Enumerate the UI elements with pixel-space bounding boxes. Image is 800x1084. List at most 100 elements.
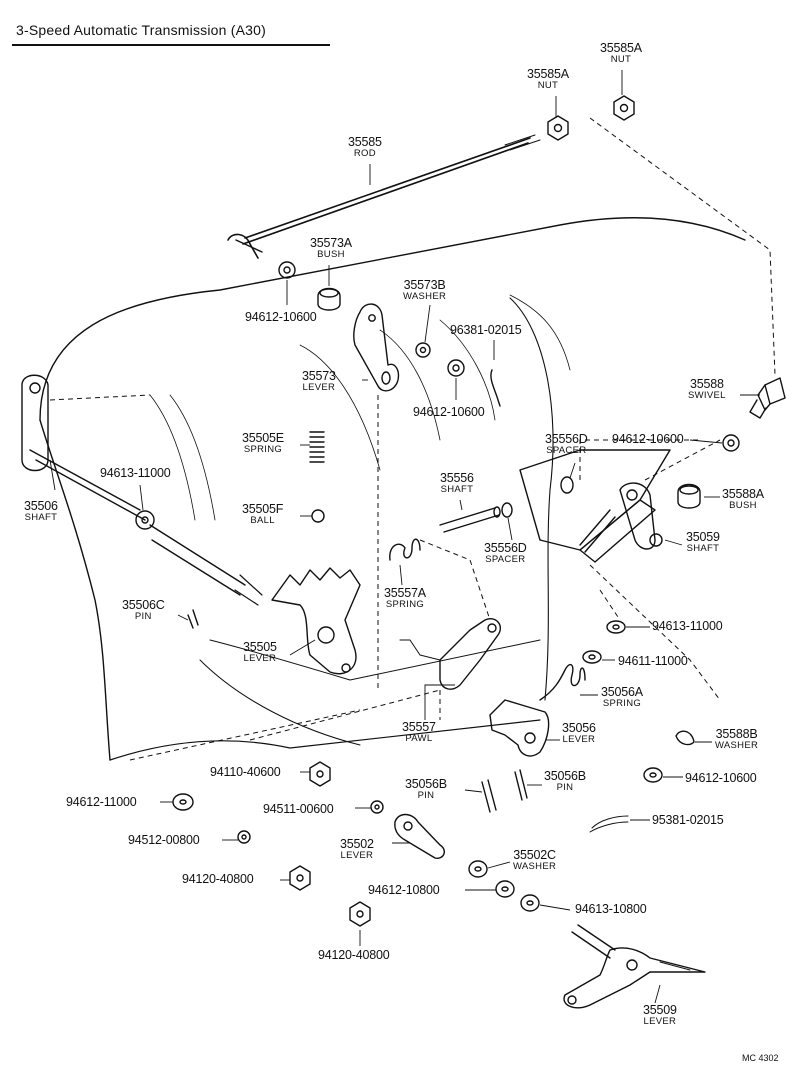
part-number: 94512-00800: [128, 833, 200, 847]
diagram-header: 3-Speed Automatic Transmission (A30): [12, 20, 330, 46]
part-number: 35556D: [545, 432, 588, 446]
part-number: 35573: [302, 369, 336, 383]
pin-35506c: [187, 609, 199, 629]
shaft-35059: [519, 449, 671, 563]
washer-94612-10600-right: [722, 434, 740, 452]
assembly-lines: [49, 117, 776, 761]
part-number: 95381-02015: [652, 813, 724, 827]
part-number: 94613-10800: [575, 902, 647, 916]
label-94613-10800: 94613-10800: [575, 902, 647, 916]
part-name: LEVER: [302, 382, 336, 393]
part-name: SHAFT: [440, 484, 474, 495]
part-name: SPACER: [546, 445, 587, 456]
washer-94612-10600-top: [278, 261, 296, 279]
spring-35505e: [309, 431, 325, 463]
part-number: 35059: [686, 530, 720, 544]
nut-94110-40600: [309, 761, 331, 787]
part-number: 94613-11000: [100, 466, 171, 480]
rod-35585: [227, 134, 541, 259]
part-number: 94120-40800: [182, 872, 254, 886]
part-name: NUT: [610, 54, 632, 65]
part-name: SHAFT: [686, 543, 720, 554]
part-number: 94612-10600: [685, 771, 757, 785]
shaft-35506: [21, 374, 263, 606]
spring-35557a: [389, 538, 421, 561]
diagram-title: 3-Speed Automatic Transmission (A30): [16, 22, 266, 38]
part-number: 94613-11000: [652, 619, 723, 633]
part-number: 35505: [243, 640, 277, 654]
label-94612-10600-top: 94612-10600: [245, 310, 317, 324]
pin-35056b-left: [481, 779, 497, 813]
part-number: 35506: [24, 499, 58, 513]
part-name: LEVER: [643, 1016, 677, 1027]
part-number: 35585: [348, 135, 382, 149]
part-number: 94612-10600: [245, 310, 317, 324]
part-number: 35502: [340, 837, 374, 851]
spacer-35556d-lower: [501, 502, 513, 518]
part-name: SHAFT: [24, 512, 58, 523]
part-number: 35573A: [310, 236, 352, 250]
part-name: WASHER: [513, 861, 557, 872]
label-94612-10600-lower: 94612-10600: [685, 771, 757, 785]
nut-35585a-left: [547, 115, 569, 141]
part-name: NUT: [537, 80, 559, 91]
part-number: 35588B: [715, 727, 758, 741]
washer-94611-11000: [582, 650, 602, 664]
lever-35502: [394, 813, 445, 859]
washer-94612-10600-mid: [447, 359, 465, 377]
part-number: 94611-11000: [618, 654, 688, 668]
cotter-pin-96381: [490, 369, 501, 407]
washer-94612-10800: [495, 880, 515, 898]
washer-94613-10800: [520, 894, 540, 912]
part-number: 35585A: [600, 41, 642, 55]
part-name: PIN: [134, 611, 152, 622]
lock-washer-94512-00800: [237, 830, 251, 844]
part-number: 35506C: [122, 598, 165, 612]
part-number: 35556D: [484, 541, 527, 555]
part-number: 94612-10600: [413, 405, 485, 419]
part-number: 94120-40800: [318, 948, 390, 962]
washer-35573b: [415, 342, 431, 358]
part-number: 35573B: [403, 278, 446, 292]
label-94612-10600-mid: 94612-10600: [413, 405, 485, 419]
part-number: 94511-00600: [263, 802, 334, 816]
part-number: 94612-10800: [368, 883, 440, 897]
part-number: 35556: [440, 471, 474, 485]
washer-35588b: [675, 730, 695, 746]
part-number: 35509: [643, 1003, 677, 1017]
washer-35502c: [468, 860, 488, 878]
shaft-35556: [439, 506, 501, 533]
part-number: 35056B: [405, 777, 447, 791]
part-name: PIN: [556, 782, 574, 793]
part-name: LEVER: [243, 653, 277, 664]
nut-94120-40800-left: [289, 865, 311, 891]
pin-35056b-right: [514, 769, 528, 801]
label-94612-11000: 94612-11000: [66, 796, 137, 809]
spacer-35556d-upper: [560, 476, 574, 494]
label-94611-11000: 94611-11000: [618, 654, 688, 668]
cotter-pin-95381: [589, 815, 629, 833]
washer-94613-11000-mid: [606, 620, 626, 634]
swivel-35588: [749, 377, 786, 419]
part-number: 35585A: [527, 67, 569, 81]
part-number: 35056B: [544, 769, 586, 783]
part-number: 94612-10600: [612, 432, 684, 446]
part-name: BUSH: [729, 500, 757, 511]
figure-code: MC 4302: [742, 1053, 779, 1063]
